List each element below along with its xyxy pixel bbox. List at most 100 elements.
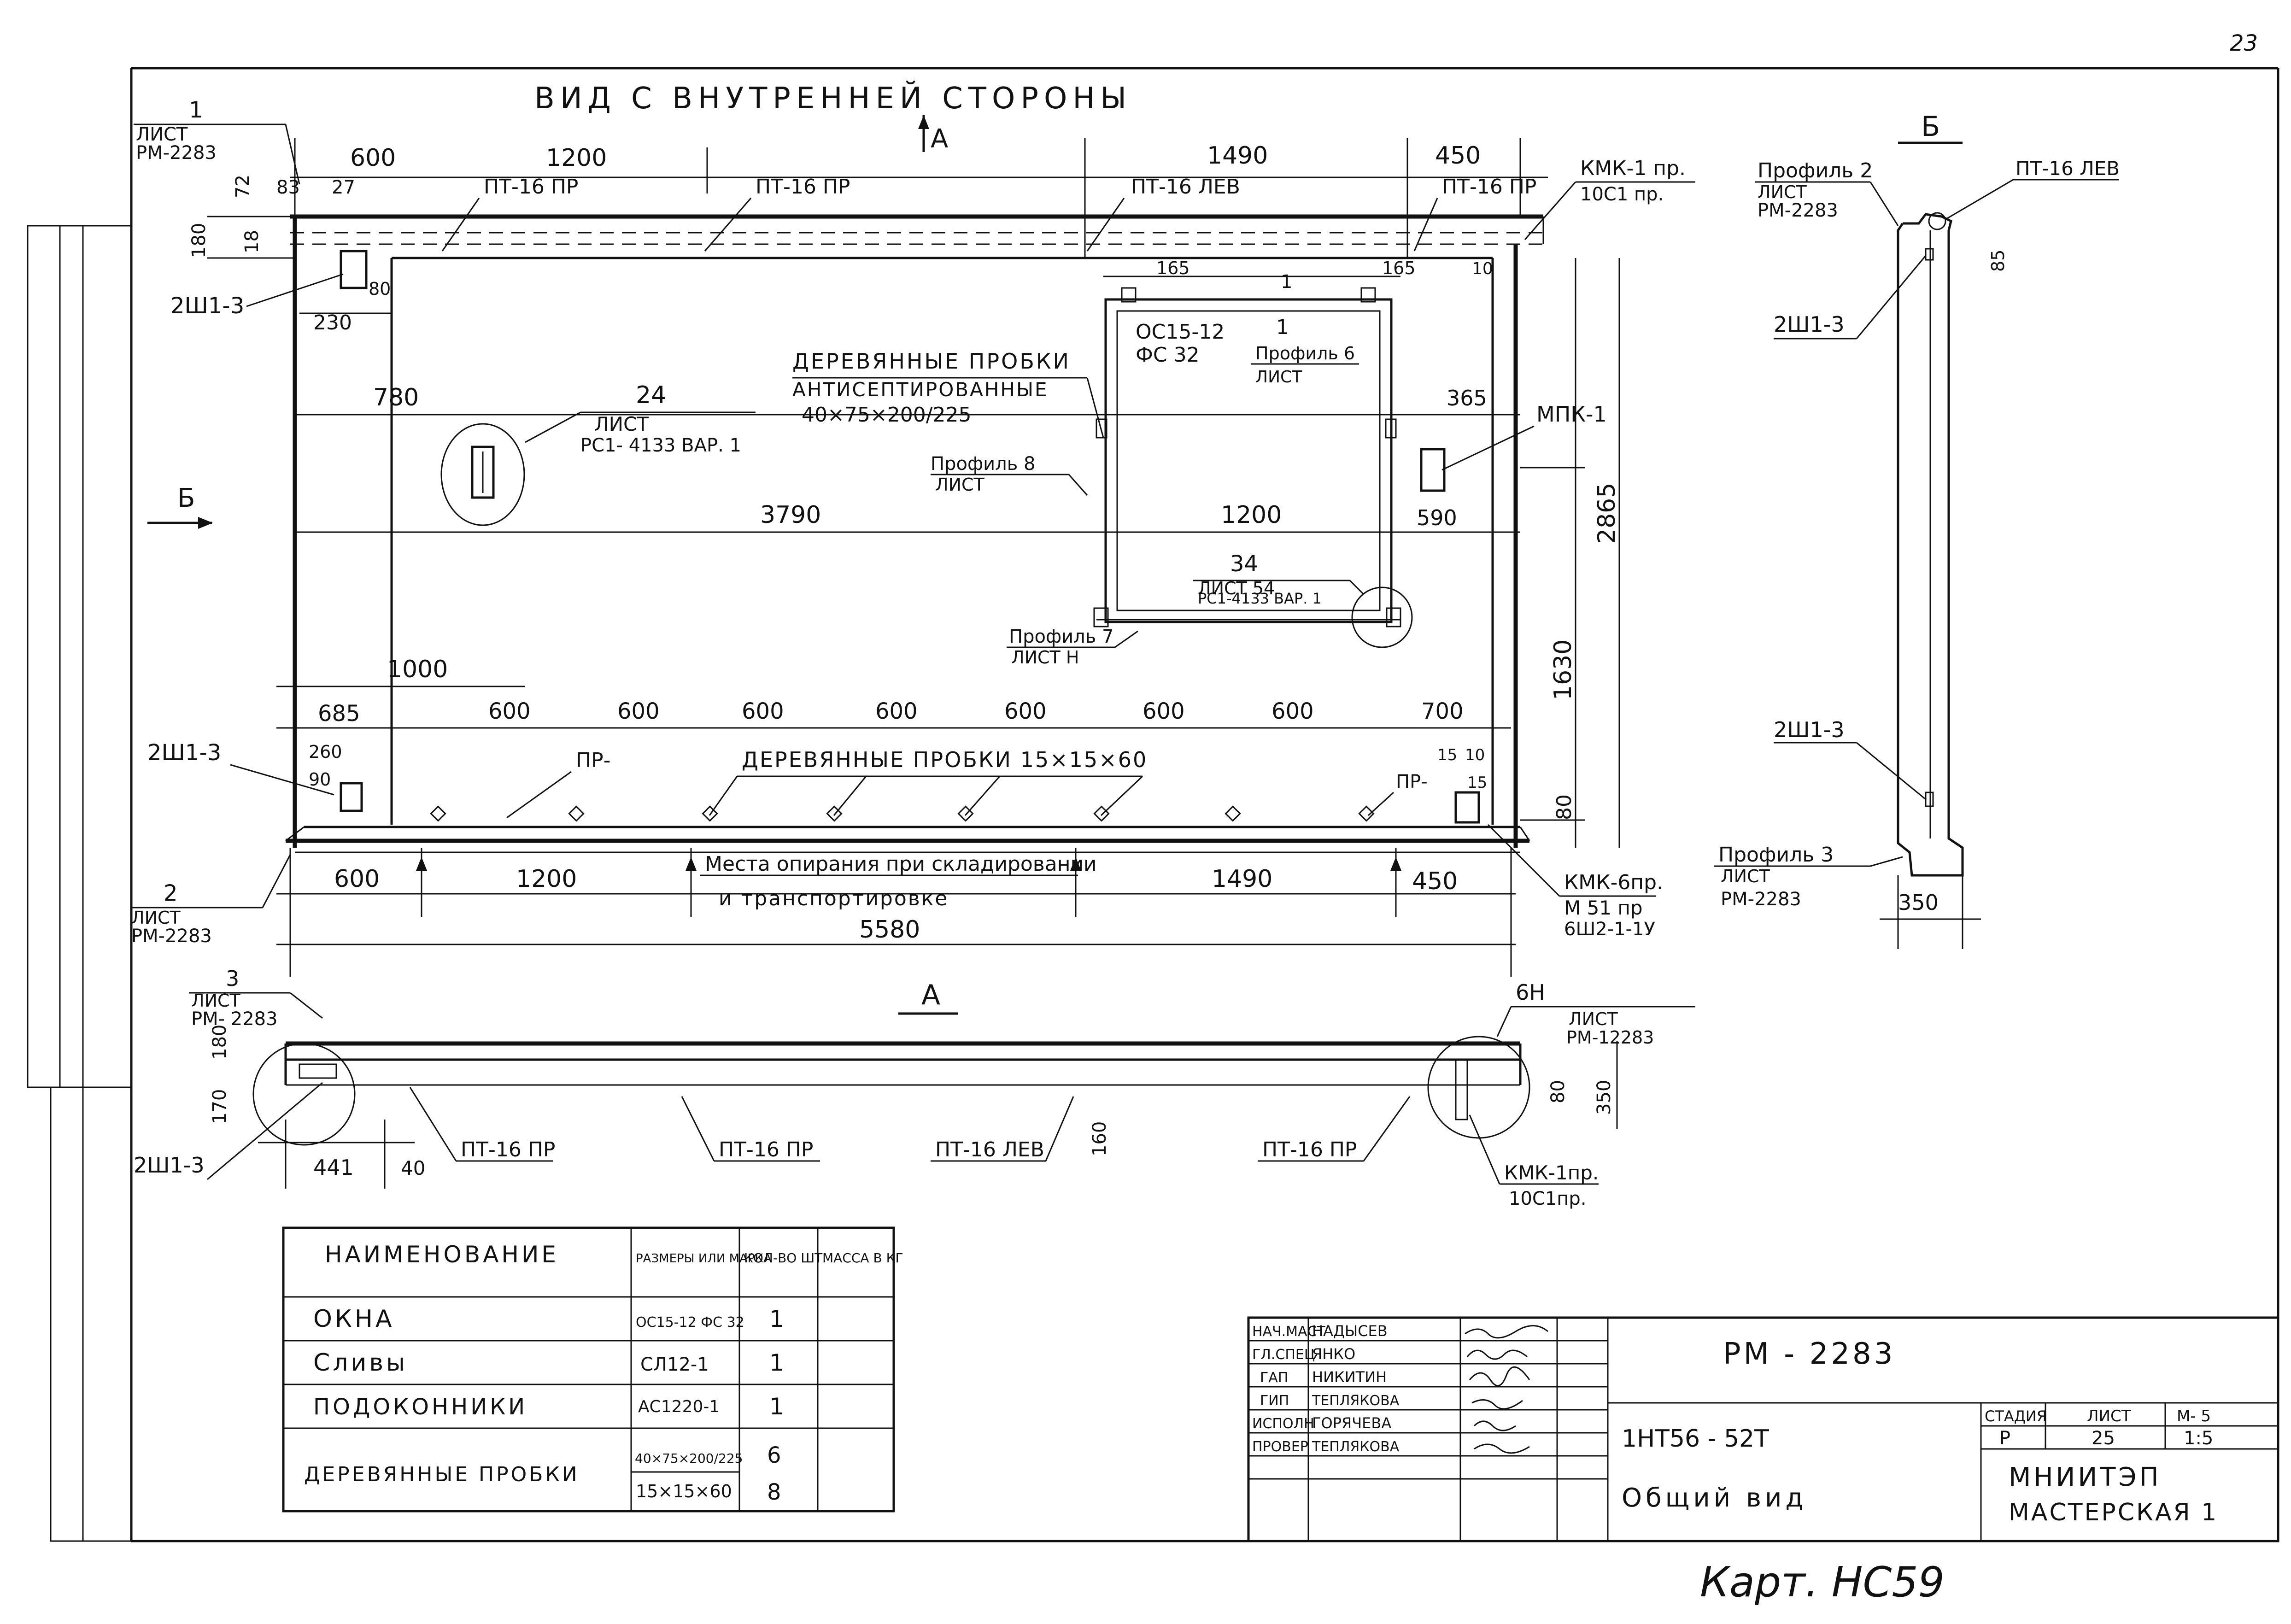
svg-text:Профиль 7: Профиль 7 — [1009, 626, 1113, 647]
tb-signatures — [1465, 1325, 1548, 1454]
tb-role-1: НАЧ.МАСТ — [1252, 1324, 1326, 1340]
svg-text:2: 2 — [164, 880, 178, 906]
svg-text:1200: 1200 — [546, 144, 607, 172]
dimension-chain-lower: 1000 685 600 600 600 600 600 600 600 700… — [276, 656, 1511, 792]
svg-text:5580: 5580 — [859, 916, 920, 944]
dimension-chain-right: 2865 1630 80 — [1520, 258, 1621, 848]
svg-text:10С1 пр.: 10С1 пр. — [1580, 184, 1664, 205]
tb-series: 1НТ56 - 52Т — [1622, 1425, 1769, 1453]
svg-text:18: 18 — [241, 230, 263, 253]
tb-org-2: МАСТЕРСКАЯ 1 — [2009, 1499, 2218, 1526]
svg-text:ЛИСТ: ЛИСТ — [191, 991, 241, 1011]
corner-fitting-bottom — [340, 782, 363, 812]
dimension-chain-middle: 780 365 3790 1200 590 — [295, 384, 1520, 533]
svg-text:165: 165 — [1156, 258, 1190, 278]
svg-text:1490: 1490 — [1207, 142, 1268, 170]
svg-text:РС1-4133 ВАР. 1: РС1-4133 ВАР. 1 — [1198, 590, 1322, 607]
svg-text:1000: 1000 — [387, 656, 448, 683]
drawing-frame — [130, 67, 2279, 1542]
svg-text:ЛИСТ: ЛИСТ — [1758, 182, 1807, 202]
tb-sheet-header: ЛИСТ — [2087, 1407, 2131, 1425]
svg-text:КМК-1пр.: КМК-1пр. — [1504, 1161, 1599, 1184]
spec-row-1-qty: 1 — [769, 1306, 784, 1332]
spec-row-4-name: ДЕРЕВЯННЫЕ ПРОБКИ — [304, 1463, 580, 1486]
spec-row-4-size: 40×75×200/225 — [635, 1451, 743, 1466]
svg-text:72: 72 — [232, 175, 253, 198]
tb-scale: 1:5 — [2184, 1428, 2213, 1449]
tb-name-5: ГОРЯЧЕВА — [1312, 1414, 1391, 1432]
svg-text:34: 34 — [1230, 551, 1258, 577]
section-a-labels: 3 ЛИСТ РМ- 2283 180 170 6Н ЛИСТ РМ-12283… — [134, 966, 1695, 1209]
svg-text:600: 600 — [350, 144, 396, 172]
svg-text:ЛИСТ: ЛИСТ — [131, 908, 181, 928]
section-arrow-b-left: Б — [147, 483, 213, 529]
spec-row-3-size: АС1220-1 — [638, 1397, 720, 1416]
svg-text:ДЕРЕВЯННЫЕ ПРОБКИ: ДЕРЕВЯННЫЕ ПРОБКИ — [792, 349, 1071, 374]
svg-text:3: 3 — [226, 966, 239, 991]
svg-text:Места опирания при складирован: Места опирания при складировании — [705, 852, 1097, 876]
svg-text:ЛИСТ Н: ЛИСТ Н — [1011, 647, 1079, 668]
svg-text:2Ш1-3: 2Ш1-3 — [170, 293, 244, 319]
svg-text:2Ш1-3: 2Ш1-3 — [1774, 312, 1845, 337]
svg-text:600: 600 — [1271, 698, 1314, 724]
tb-name-6: ТЕПЛЯКОВА — [1312, 1439, 1400, 1455]
svg-text:24: 24 — [636, 381, 666, 409]
label-window-mark: ОС15-12 ФС 32 — [1136, 320, 1225, 367]
section-arrow-a-top: А — [918, 115, 948, 154]
svg-text:450: 450 — [1412, 868, 1458, 895]
tb-name-4: ТЕПЛЯКОВА — [1312, 1393, 1400, 1409]
svg-text:10С1пр.: 10С1пр. — [1509, 1188, 1587, 1209]
svg-text:ПТ-16 ПР: ПТ-16 ПР — [756, 175, 850, 199]
svg-text:ПТ-16 ЛЕВ: ПТ-16 ЛЕВ — [935, 1138, 1044, 1161]
label-kmk6: КМК-6пр. М 51 пр 6Ш2-1-1У — [1487, 824, 1663, 940]
svg-text:590: 590 — [1417, 505, 1457, 530]
svg-text:А: А — [931, 124, 948, 154]
callout-1: 1 ЛИСТ РМ-2283 — [134, 97, 300, 185]
svg-text:600: 600 — [488, 698, 531, 724]
svg-text:ОС15-12: ОС15-12 — [1136, 320, 1225, 344]
svg-text:РМ-2283: РМ-2283 — [131, 926, 212, 947]
svg-text:ПТ-16 ПР: ПТ-16 ПР — [719, 1138, 813, 1161]
svg-text:780: 780 — [373, 384, 419, 411]
svg-text:ЛИСТ: ЛИСТ — [1569, 1009, 1618, 1029]
spec-header-size: РАЗМЕРЫ ИЛИ МАРКА — [636, 1252, 772, 1266]
svg-text:ПТ-16 ЛЕВ: ПТ-16 ЛЕВ — [1131, 175, 1240, 199]
svg-text:РМ-2283: РМ-2283 — [1758, 200, 1838, 221]
svg-text:ПТ-16 ПР: ПТ-16 ПР — [1442, 175, 1536, 199]
detail-circle-34 — [1351, 586, 1413, 648]
svg-text:1200: 1200 — [516, 865, 577, 893]
svg-text:2865: 2865 — [1593, 483, 1621, 544]
svg-text:90: 90 — [309, 769, 331, 790]
section-b-title: Б — [1921, 111, 1940, 143]
tb-role-2: ГЛ.СПЕЦ — [1252, 1347, 1315, 1363]
svg-text:6Н: 6Н — [1516, 980, 1545, 1005]
svg-text:600: 600 — [617, 698, 660, 724]
spec-row-4-qty: 6 — [767, 1442, 781, 1468]
svg-text:ДЕРЕВЯННЫЕ ПРОБКИ 15×15×60: ДЕРЕВЯННЫЕ ПРОБКИ 15×15×60 — [742, 747, 1148, 772]
spec-row-3-name: ПОДОКОННИКИ — [313, 1394, 527, 1420]
svg-text:ЛИСТ 54: ЛИСТ 54 — [1198, 578, 1275, 598]
tb-stage: Р — [1999, 1428, 2010, 1449]
tb-stage-header: СТАДИЯ — [1985, 1407, 2047, 1425]
mpk-fitting — [1420, 448, 1446, 492]
label-kmk1-top: КМК-1 пр. 10С1 пр. — [1524, 157, 1695, 240]
svg-text:РМ-2283: РМ-2283 — [136, 142, 217, 164]
tb-name-1: НАДЫСЕВ — [1312, 1322, 1388, 1340]
corner-fitting-top — [340, 250, 368, 289]
svg-text:15: 15 — [1467, 774, 1487, 792]
svg-text:3790: 3790 — [760, 501, 821, 529]
spec-row-1-size: ОС15-12 ФС 32 — [636, 1314, 744, 1331]
svg-text:ПТ-16 ПР: ПТ-16 ПР — [461, 1138, 555, 1161]
svg-text:2Ш1-3: 2Ш1-3 — [1774, 717, 1845, 742]
tb-drawing-name: Общий вид — [1622, 1483, 1807, 1513]
callout-34: 34 ЛИСТ 54 РС1-4133 ВАР. 1 — [1193, 551, 1365, 607]
handwritten-note: Карт. НС59 — [1700, 1558, 1945, 1606]
svg-text:15: 15 — [1437, 746, 1457, 764]
binding-strip — [27, 225, 132, 1542]
tb-role-3: ГАП — [1260, 1370, 1288, 1386]
svg-text:6Ш2-1-1У: 6Ш2-1-1У — [1564, 919, 1655, 940]
section-a-profile — [252, 1036, 1530, 1146]
svg-text:600: 600 — [334, 865, 380, 893]
svg-text:10: 10 — [1465, 746, 1485, 764]
